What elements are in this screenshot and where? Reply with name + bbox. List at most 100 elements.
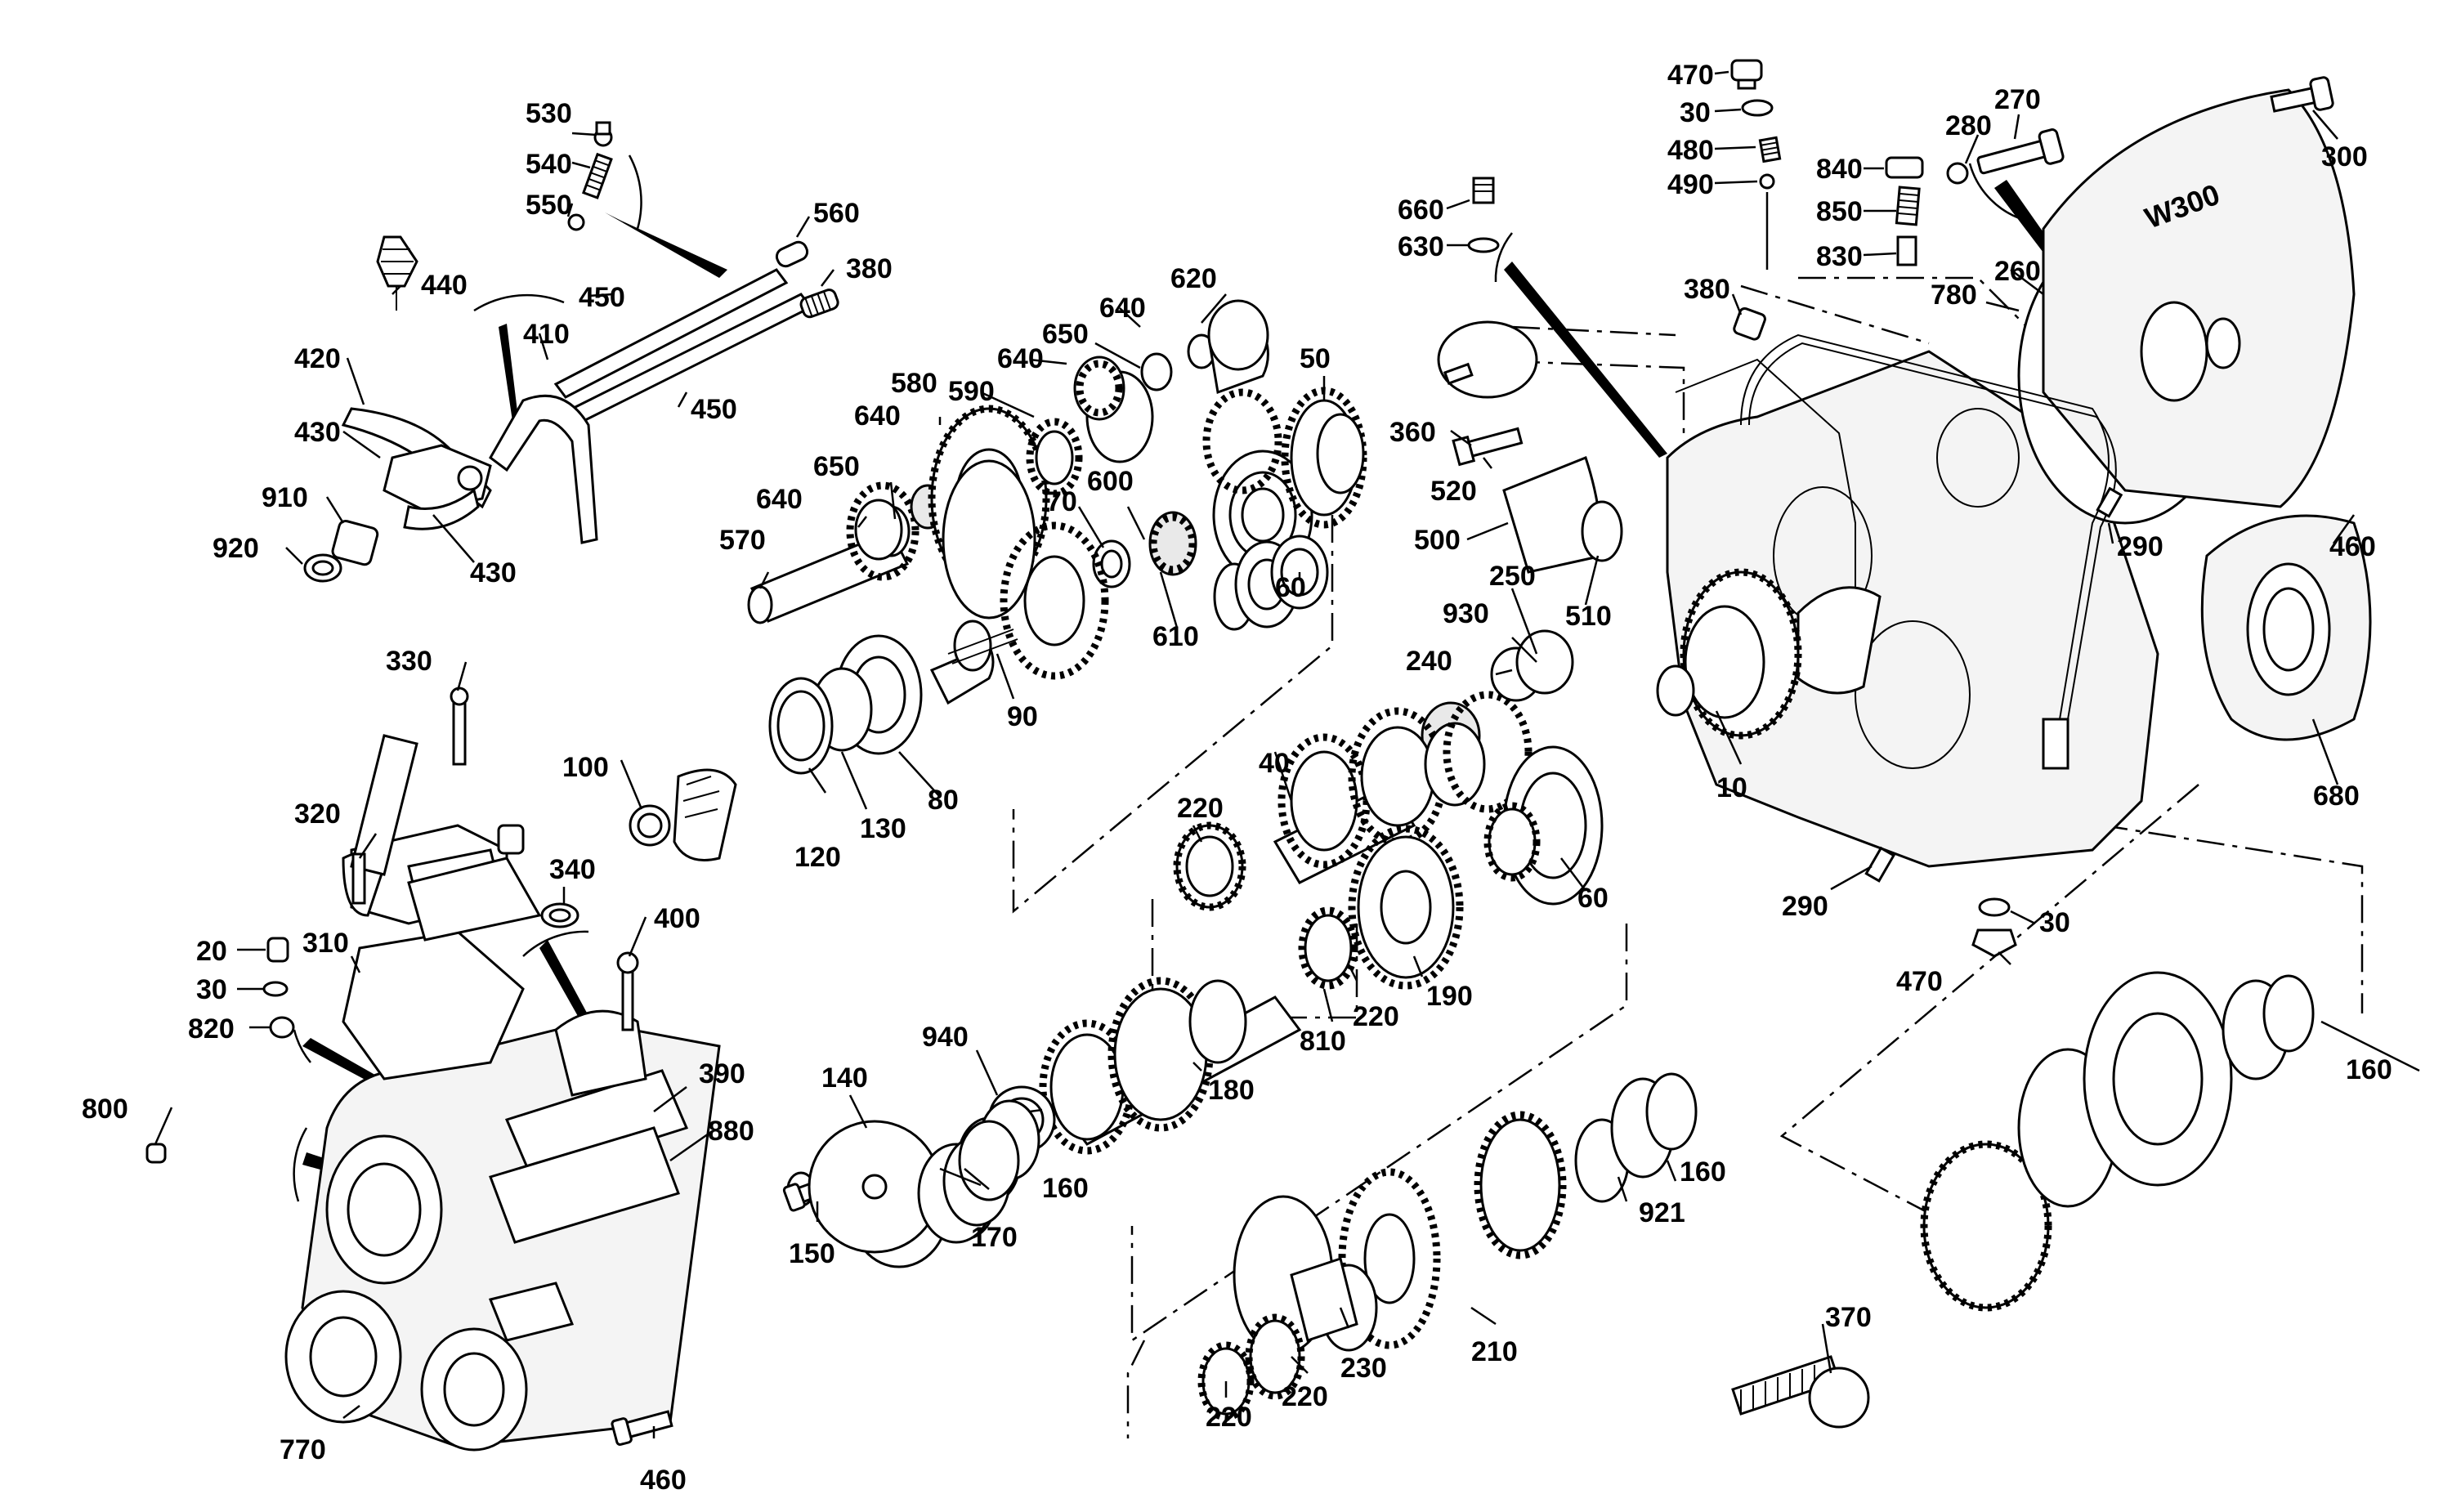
callout-60-lower: 60 bbox=[1577, 883, 1609, 914]
callout-150: 150 bbox=[789, 1238, 835, 1269]
callout-640-d: 640 bbox=[756, 484, 803, 515]
callout-560: 560 bbox=[813, 198, 860, 229]
callout-230: 230 bbox=[1340, 1353, 1387, 1384]
callout-30-left: 30 bbox=[196, 974, 227, 1005]
callout-220-bottom-left: 220 bbox=[1206, 1402, 1252, 1433]
callout-160-mid: 160 bbox=[1042, 1173, 1089, 1204]
callout-850: 850 bbox=[1816, 196, 1863, 227]
callout-880: 880 bbox=[708, 1116, 754, 1147]
callout-610: 610 bbox=[1152, 621, 1199, 652]
callout-340: 340 bbox=[549, 854, 596, 885]
callout-550: 550 bbox=[526, 190, 572, 221]
callout-310: 310 bbox=[302, 928, 349, 959]
callout-600: 600 bbox=[1087, 466, 1134, 497]
callout-490: 490 bbox=[1667, 169, 1714, 200]
callout-210: 210 bbox=[1471, 1336, 1518, 1367]
lower-gear-cluster bbox=[786, 971, 2315, 1421]
callout-labels: 470 30 480 490 280 270 300 840 850 830 6… bbox=[82, 60, 2392, 1496]
callout-530: 530 bbox=[526, 98, 572, 129]
leader-lines bbox=[154, 70, 2420, 1438]
callout-570: 570 bbox=[719, 525, 766, 556]
callout-160-right: 160 bbox=[2346, 1054, 2392, 1085]
callout-921: 921 bbox=[1639, 1197, 1685, 1228]
callout-930: 930 bbox=[1443, 598, 1489, 629]
callout-380-right: 380 bbox=[1684, 274, 1730, 305]
callout-440: 440 bbox=[421, 270, 468, 301]
callout-470-top: 470 bbox=[1667, 60, 1714, 91]
callout-450-upper: 450 bbox=[579, 282, 625, 313]
callout-420: 420 bbox=[294, 343, 341, 374]
callout-770: 770 bbox=[280, 1434, 326, 1465]
callout-780: 780 bbox=[1931, 280, 1977, 311]
callout-590: 590 bbox=[948, 376, 995, 407]
callout-40: 40 bbox=[1259, 748, 1290, 779]
callout-620: 620 bbox=[1170, 263, 1217, 294]
callout-50: 50 bbox=[1300, 343, 1331, 374]
callout-910: 910 bbox=[262, 482, 308, 513]
callout-220-bottom-right: 220 bbox=[1282, 1381, 1328, 1412]
callout-820: 820 bbox=[188, 1013, 235, 1045]
callout-100: 100 bbox=[562, 752, 609, 783]
callout-260: 260 bbox=[1994, 256, 2041, 287]
shift-rails bbox=[553, 240, 839, 423]
callout-460-upper: 460 bbox=[2329, 531, 2376, 562]
callout-500: 500 bbox=[1414, 525, 1461, 556]
callout-830: 830 bbox=[1816, 241, 1863, 272]
callout-240: 240 bbox=[1406, 646, 1452, 677]
callout-920: 920 bbox=[213, 533, 259, 564]
callout-640-a: 640 bbox=[1099, 293, 1146, 324]
callout-270: 270 bbox=[1994, 84, 2041, 115]
callout-70: 70 bbox=[1046, 486, 1077, 517]
callout-290-upper: 290 bbox=[2117, 531, 2163, 562]
callout-390: 390 bbox=[699, 1058, 745, 1089]
callout-130: 130 bbox=[860, 813, 906, 844]
callout-680: 680 bbox=[2313, 781, 2360, 812]
callout-430-upper: 430 bbox=[294, 417, 341, 448]
callout-810: 810 bbox=[1300, 1026, 1346, 1057]
callout-370: 370 bbox=[1825, 1302, 1872, 1333]
callout-330: 330 bbox=[386, 646, 432, 677]
callout-90: 90 bbox=[1007, 701, 1038, 732]
callout-540: 540 bbox=[526, 149, 572, 180]
callout-650-lower: 650 bbox=[813, 451, 860, 482]
callout-470-lower: 470 bbox=[1896, 966, 1943, 997]
detent-stack bbox=[567, 121, 613, 231]
callout-220-lower-mid: 220 bbox=[1353, 1001, 1399, 1032]
callout-250: 250 bbox=[1489, 561, 1536, 592]
callout-660: 660 bbox=[1398, 195, 1444, 226]
callout-10: 10 bbox=[1716, 772, 1747, 803]
callout-430-lower: 430 bbox=[470, 557, 517, 588]
callout-510: 510 bbox=[1565, 601, 1612, 632]
callout-580: 580 bbox=[891, 368, 937, 399]
callout-940: 940 bbox=[922, 1022, 969, 1053]
callout-360: 360 bbox=[1389, 417, 1436, 448]
callout-170: 170 bbox=[971, 1222, 1018, 1253]
callout-60-upper: 60 bbox=[1275, 572, 1306, 603]
main-housings bbox=[284, 88, 2372, 1452]
callout-840: 840 bbox=[1816, 154, 1863, 185]
callout-280: 280 bbox=[1945, 110, 1992, 141]
callout-410: 410 bbox=[523, 319, 570, 350]
callout-650-upper: 650 bbox=[1042, 319, 1089, 350]
callout-300: 300 bbox=[2321, 141, 2368, 172]
upper-gear-train bbox=[629, 299, 1367, 861]
callout-520: 520 bbox=[1430, 476, 1477, 507]
callout-80: 80 bbox=[928, 785, 959, 816]
callout-220-mid: 220 bbox=[1177, 793, 1224, 824]
callout-460-lower: 460 bbox=[640, 1465, 687, 1496]
callout-180: 180 bbox=[1208, 1075, 1255, 1106]
shift-fork-assembly bbox=[303, 235, 598, 583]
callout-190: 190 bbox=[1426, 981, 1473, 1012]
callout-120: 120 bbox=[794, 842, 841, 873]
callout-800: 800 bbox=[82, 1094, 128, 1125]
callout-630: 630 bbox=[1398, 231, 1444, 262]
fasteners bbox=[145, 59, 2334, 1446]
callout-30-top: 30 bbox=[1680, 97, 1711, 128]
callout-30-lower: 30 bbox=[2039, 907, 2070, 938]
callout-640-c: 640 bbox=[854, 400, 901, 432]
middle-gear-cluster bbox=[1039, 320, 1604, 1155]
callout-320: 320 bbox=[294, 798, 341, 830]
callout-20: 20 bbox=[196, 936, 227, 967]
callout-480: 480 bbox=[1667, 135, 1714, 166]
